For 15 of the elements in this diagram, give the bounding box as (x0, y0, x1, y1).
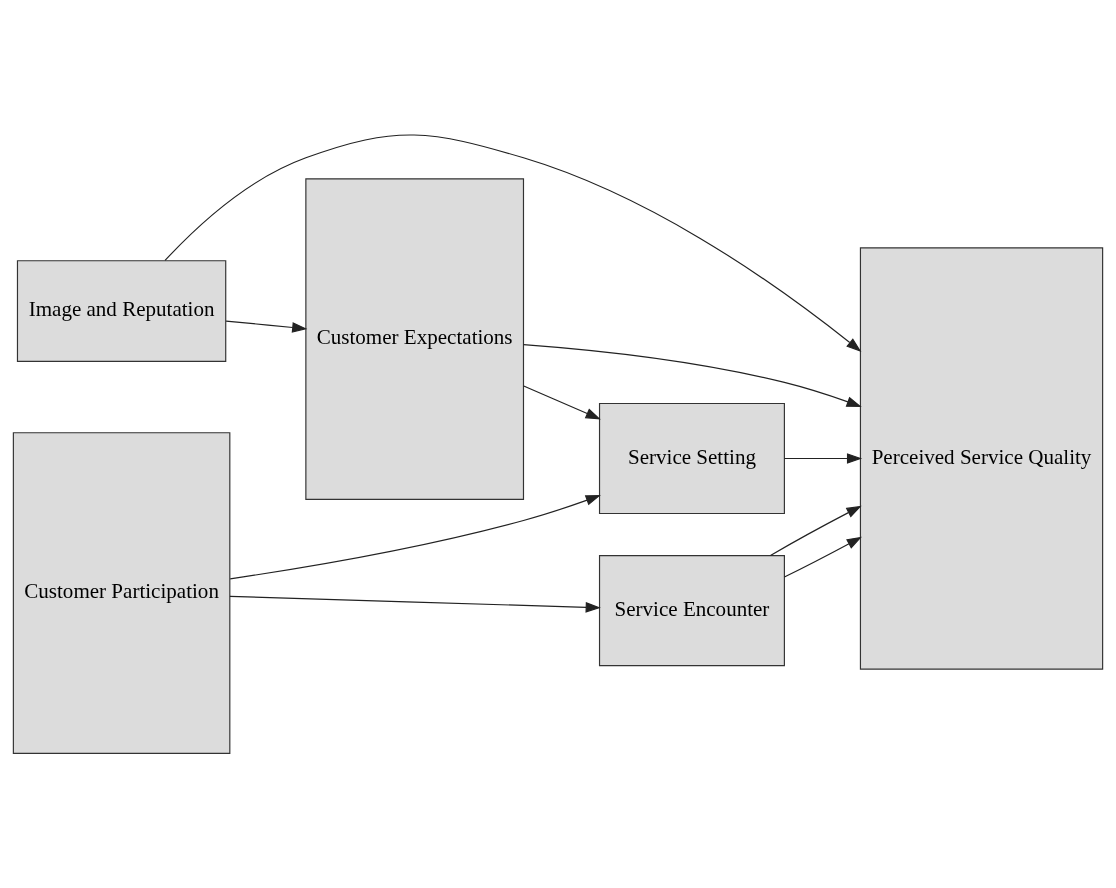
arrow (229, 495, 601, 580)
arrow (523, 385, 601, 420)
node-box: Customer Expectations (305, 178, 525, 500)
arrow (229, 595, 601, 613)
arrow (783, 453, 863, 464)
node-box: Service Setting (598, 402, 785, 515)
arrow (783, 536, 862, 578)
node-box: Service Encounter (598, 555, 785, 667)
arrow (225, 320, 308, 333)
node-box: Image and Reputation (16, 260, 227, 362)
arrow (164, 134, 862, 352)
arrow (523, 344, 862, 407)
node-box: Customer Participation (12, 432, 231, 754)
arrow (769, 505, 862, 556)
node-box: Perceived Service Quality (859, 247, 1104, 670)
